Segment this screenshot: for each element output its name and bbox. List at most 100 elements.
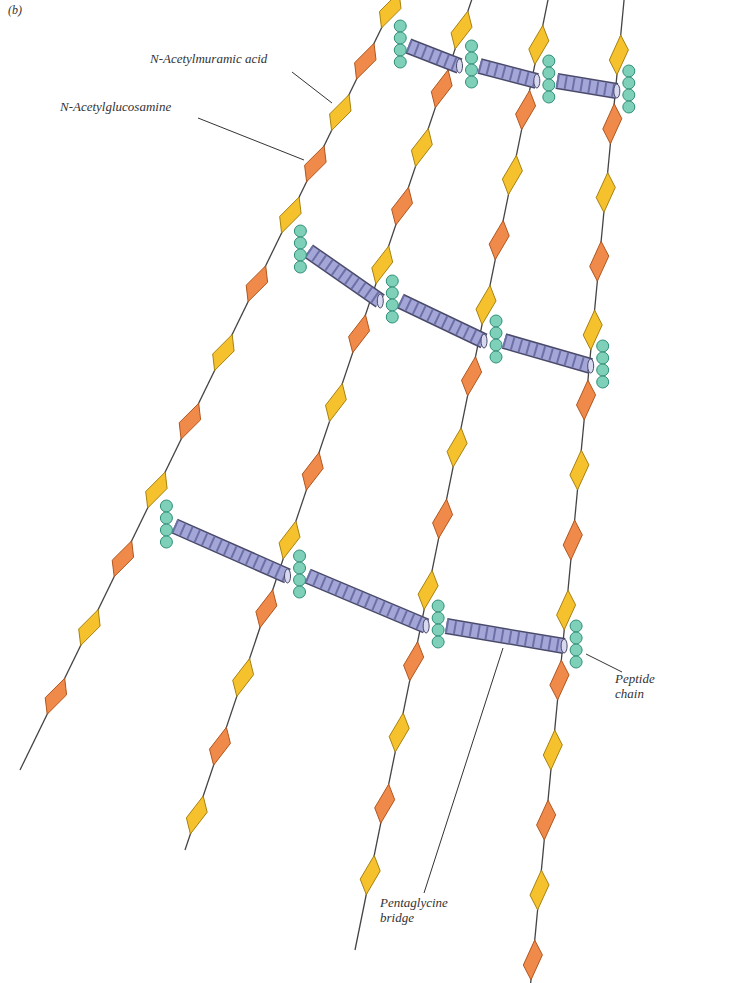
bridge-ridges [308, 576, 427, 626]
muramic-acid-unit [233, 659, 254, 697]
bridge-outline [174, 526, 287, 576]
bridge-body [408, 46, 459, 66]
bridge-end [614, 84, 620, 98]
peptide-residue [543, 79, 555, 91]
peptide-residue [466, 76, 478, 88]
glycan-strand [355, 0, 550, 950]
bridge-ridges [446, 626, 564, 646]
glucosamine-unit [516, 90, 536, 129]
leader-line [198, 118, 304, 160]
part-label: Peptide chain [615, 672, 677, 702]
muramic-acid-unit [502, 155, 522, 194]
peptide-residue [294, 261, 306, 273]
peptide-residue [394, 44, 406, 56]
bridge-outline [308, 576, 427, 626]
peptide-residue [490, 315, 502, 327]
bridge-end [534, 74, 540, 88]
peptide-residue [597, 364, 609, 376]
bridge-end [285, 569, 291, 583]
peptide-residue [294, 586, 306, 598]
part-label: N-Acetylmuramic acid [150, 52, 267, 67]
glucosamine-unit [462, 357, 482, 396]
glycan-strands [20, 0, 625, 983]
peptide-residue [294, 574, 306, 586]
bridge-ridges [504, 341, 591, 366]
peptide-residue [570, 656, 582, 668]
muramic-acid-unit [213, 335, 234, 371]
peptide-residue [466, 52, 478, 64]
bridge-ridges [557, 81, 617, 91]
bridge-outline [408, 46, 459, 66]
peptide-residue [466, 40, 478, 52]
glucosamine-unit [179, 403, 200, 439]
peptide-residue [570, 644, 582, 656]
glucosamine-unit [392, 187, 413, 225]
peptide-residue [386, 275, 398, 287]
glucosamine-unit [375, 784, 395, 823]
part-label: N-Acetylglucosamine [60, 100, 171, 115]
muramic-acid-unit [447, 428, 467, 467]
peptide-residue [432, 636, 444, 648]
peptide-residue [294, 562, 306, 574]
bridge-body [308, 251, 380, 301]
muramic-acid-unit [326, 384, 347, 422]
glucosamine-unit [256, 590, 277, 628]
peptide-residue [432, 612, 444, 624]
bridge-outline [557, 81, 617, 91]
bridge-ridges [408, 46, 459, 66]
peptide-residue [394, 32, 406, 44]
bridge-end [377, 294, 383, 308]
peptide-residue [597, 352, 609, 364]
peptide-residue [623, 89, 635, 101]
bridge-body [480, 66, 537, 81]
glucosamine-unit [431, 70, 452, 108]
peptide-residue [432, 600, 444, 612]
peptide-residue [160, 512, 172, 524]
glucosamine-unit [550, 660, 569, 700]
bridge-end [481, 334, 487, 348]
muramic-acid-unit [530, 870, 549, 910]
peptide-residue [394, 20, 406, 32]
leader-lines [198, 72, 622, 893]
glycan-strand [185, 0, 475, 850]
bridge-outline [308, 251, 380, 301]
glucosamine-unit [45, 678, 66, 714]
bridge-outline [400, 301, 484, 341]
glucosamine-unit [404, 642, 424, 681]
peptide-residue [543, 55, 555, 67]
peptide-residue [623, 101, 635, 113]
glucosamine-unit [603, 104, 622, 144]
glucosamine-unit [349, 315, 370, 353]
glucosamine-unit [210, 727, 231, 765]
peptide-residue [490, 327, 502, 339]
panel-letter: (b) [8, 4, 22, 18]
peptide-residue [597, 376, 609, 388]
peptide-residue [597, 340, 609, 352]
glucosamine-unit [523, 940, 542, 980]
glucosamine-unit [537, 800, 556, 840]
muramic-acid-unit [330, 95, 351, 131]
muramic-acid-unit [79, 610, 100, 646]
bridge-outline [446, 626, 564, 646]
bridge-body [504, 341, 591, 366]
peptide-residue [570, 620, 582, 632]
bridge-body [174, 526, 287, 576]
bridge-outline [480, 66, 537, 81]
peptide-residue [386, 299, 398, 311]
leader-line [424, 648, 503, 893]
glucosamine-unit [355, 43, 376, 79]
peptide-residue [294, 550, 306, 562]
peptide-residue [432, 624, 444, 636]
glycan-strand [20, 0, 400, 770]
muramic-acid-unit [186, 796, 207, 834]
peptide-residue [490, 351, 502, 363]
muramic-acid-unit [570, 450, 589, 490]
bridge-outline [504, 341, 591, 366]
peptide-residue [623, 77, 635, 89]
bridge-body [446, 626, 564, 646]
peptide-residue [386, 287, 398, 299]
peptide-residue [490, 339, 502, 351]
glucosamine-unit [112, 541, 133, 577]
glucosamine-unit [489, 220, 509, 259]
peptide-residue [160, 524, 172, 536]
